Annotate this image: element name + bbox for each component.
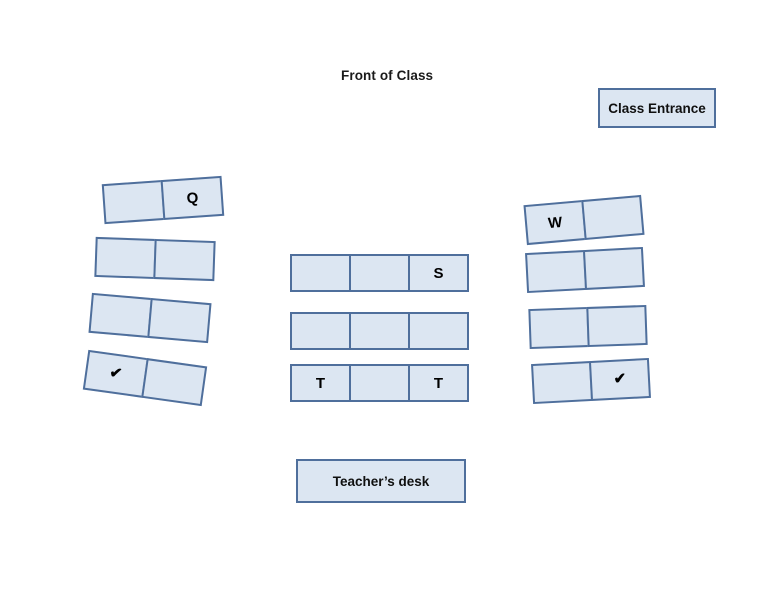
teachers-desk-box[interactable]: Teacher’s desk <box>296 459 466 503</box>
seat-middle-2-1[interactable] <box>290 312 351 350</box>
seat-right-2-2[interactable] <box>582 246 645 291</box>
seat-middle-1-3[interactable]: S <box>408 254 469 292</box>
seat-left-2-2[interactable] <box>153 238 216 282</box>
seat-middle-1-2[interactable] <box>349 254 410 292</box>
desk-row-middle-3[interactable]: T T <box>290 364 469 402</box>
seat-checkmark-icon: ✔ <box>108 363 124 383</box>
seat-right-3-1[interactable] <box>528 306 590 350</box>
seat-middle-3-1[interactable]: T <box>290 364 351 402</box>
desk-row-right-4[interactable]: ✔ <box>531 357 651 405</box>
seat-middle-2-3[interactable] <box>408 312 469 350</box>
seat-right-2-1[interactable] <box>525 249 588 294</box>
desk-row-right-3[interactable] <box>528 304 648 350</box>
seat-right-3-2[interactable] <box>586 304 648 348</box>
seat-left-1-2[interactable]: Q <box>160 175 225 221</box>
seat-left-1-1[interactable] <box>101 179 166 225</box>
seat-label: W <box>547 213 563 232</box>
desk-row-left-3[interactable] <box>88 292 212 344</box>
desk-row-left-1[interactable]: Q <box>101 175 225 225</box>
seat-label: T <box>315 374 326 392</box>
seat-middle-1-1[interactable] <box>290 254 351 292</box>
seat-right-1-2[interactable] <box>581 194 645 241</box>
desk-row-middle-2[interactable] <box>290 312 469 350</box>
desk-row-left-2[interactable] <box>94 236 216 282</box>
seat-right-1-1[interactable]: W <box>523 199 587 246</box>
desk-row-middle-1[interactable]: S <box>290 254 469 292</box>
seat-left-4-1[interactable]: ✔ <box>82 349 149 398</box>
seat-right-4-2[interactable]: ✔ <box>588 357 651 402</box>
front-of-class-label: Front of Class <box>341 68 434 83</box>
seat-middle-2-2[interactable] <box>349 312 410 350</box>
desk-row-right-1[interactable]: W <box>523 194 645 246</box>
seat-checkmark-icon: ✔ <box>613 369 627 388</box>
seat-label: T <box>433 374 444 392</box>
desk-row-left-4[interactable]: ✔ <box>82 349 208 407</box>
seat-middle-3-3[interactable]: T <box>408 364 469 402</box>
seat-label: Q <box>186 189 199 207</box>
seat-left-4-2[interactable] <box>141 358 208 407</box>
seat-left-2-1[interactable] <box>94 236 157 280</box>
class-entrance-box[interactable]: Class Entrance <box>598 88 716 128</box>
seat-label: S <box>433 264 444 282</box>
seat-left-3-2[interactable] <box>147 297 212 344</box>
seat-middle-3-2[interactable] <box>349 364 410 402</box>
seat-right-4-1[interactable] <box>531 360 594 405</box>
seat-left-3-1[interactable] <box>88 292 153 339</box>
desk-row-right-2[interactable] <box>525 246 645 294</box>
